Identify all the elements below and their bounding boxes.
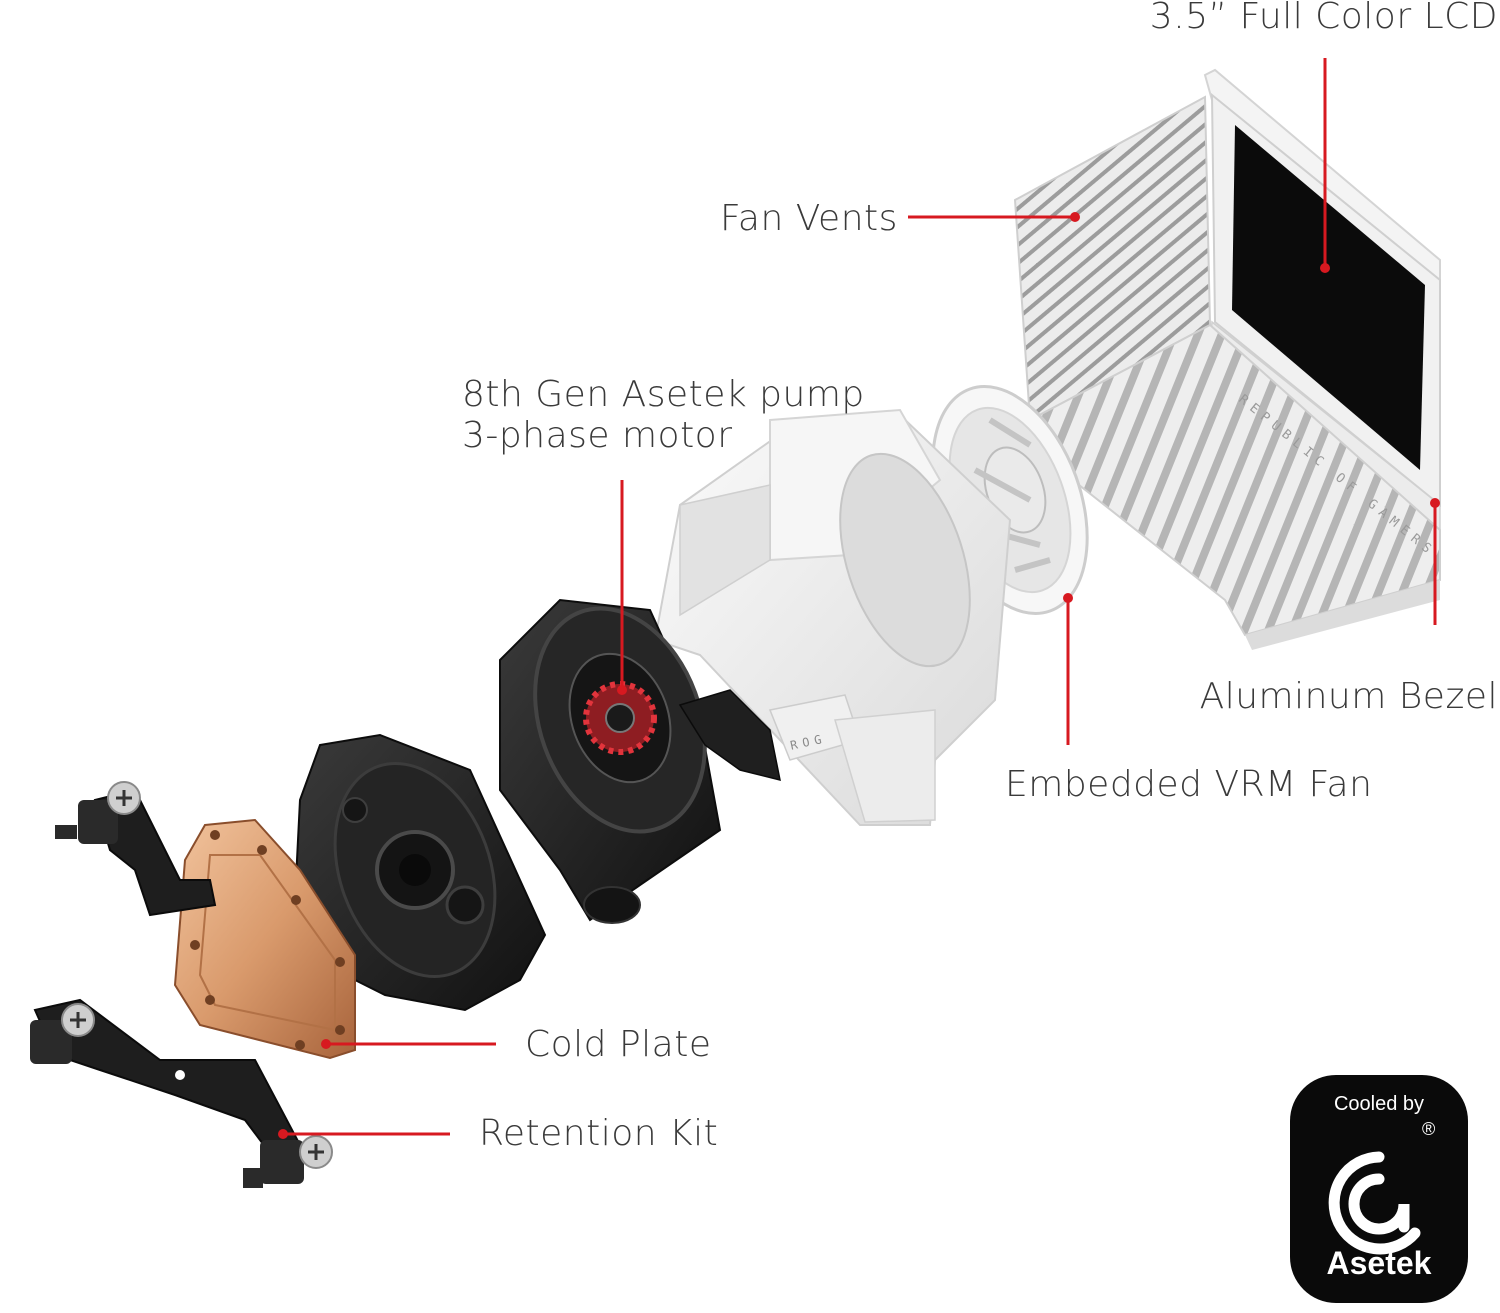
label-retention-kit: Retention Kit [479,1113,719,1154]
label-lcd: 3.5” Full Color LCD [1149,0,1498,37]
asetek-badge: Cooled by ® Asetek [1290,1075,1468,1303]
label-vrm-fan: Embedded VRM Fan [1005,764,1373,805]
white-shroud [653,408,1012,826]
leader-fan-vents-dot [1070,212,1080,222]
leader-lcd-dot [1320,263,1330,273]
leader-lines [278,58,1440,1139]
leader-vrm-fan-dot [1063,593,1073,603]
pump-block [293,733,547,1012]
label-pump-line2: 3-phase motor [462,415,733,457]
label-pump: 8th Gen Asetek pump 3-phase motor [462,374,865,457]
label-cold-plate: Cold Plate [525,1024,712,1065]
badge-cooled-by: Cooled by [1333,1093,1425,1115]
retention-kit [30,781,333,1188]
leader-retention-dot [278,1129,288,1139]
pump-housing [1013,68,1441,650]
label-bezel: Aluminum Bezel [1199,676,1498,717]
lcd-screen [1232,125,1425,470]
label-fan-vents: Fan Vents [720,198,898,239]
cold-plate [173,818,356,1060]
label-pump-line1: 8th Gen Asetek pump [462,374,865,415]
leader-bezel-dot [1430,498,1440,508]
leader-cold-plate-dot [321,1039,331,1049]
asetek-logo-icon [1328,1151,1421,1255]
badge-registered-mark: ® [1422,1119,1436,1139]
badge-brand: Asetek [1326,1245,1432,1281]
leader-pump-dot [617,685,627,695]
pump-motor [499,598,781,924]
